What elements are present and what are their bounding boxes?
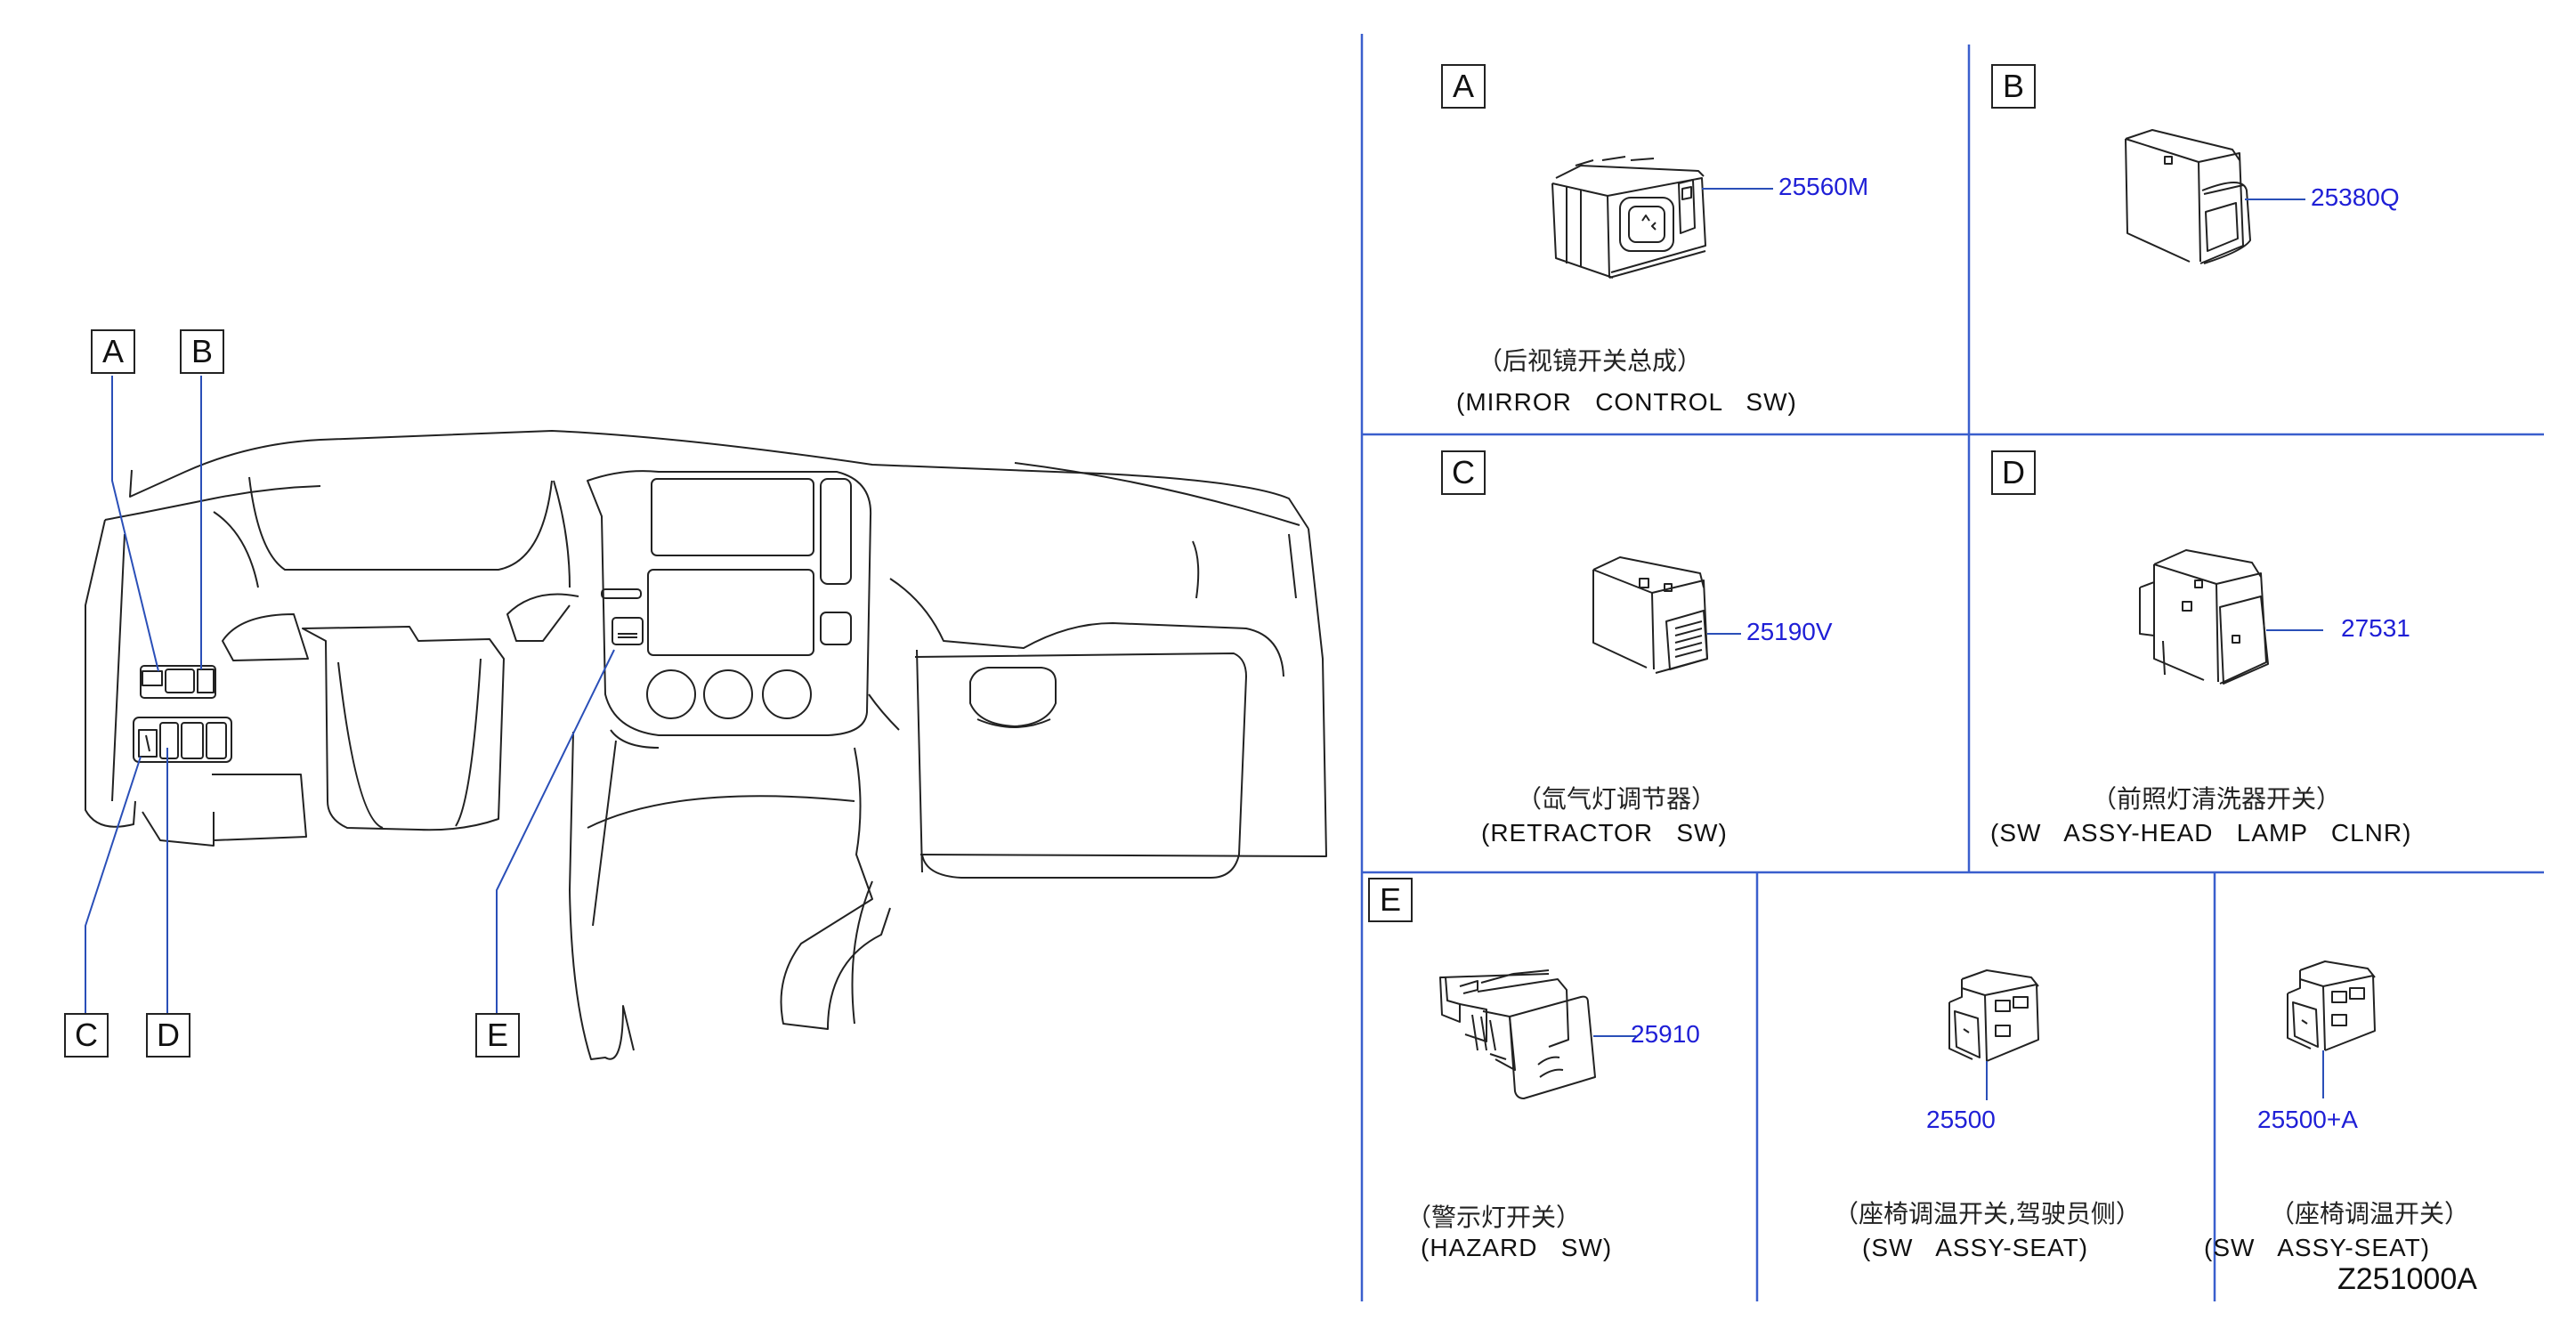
dash-callout-c[interactable]: C [64,1013,109,1058]
part-name-cn-d: （前照灯清洗器开关） [2092,784,2342,814]
panel-grid [1360,34,2544,1301]
panel-callout-b: B [1991,64,2036,109]
dash-leader-lines [85,376,615,1013]
panel-callout-e: E [1368,878,1413,922]
part-name-en-e: (HAZARD SW) [1421,1234,1613,1261]
part-name-en-a: (MIRROR CONTROL SW) [1456,388,1797,416]
part-name-cn-seat: （座椅调温开关） [2270,1199,2470,1228]
panel-callout-d: D [1991,450,2036,495]
hazard-switch-drawing [1439,969,1596,1099]
part-name-en-d: (SW ASSY-HEAD LAMP CLNR) [1990,819,2412,847]
part-name-cn-a: （后视镜开关总成） [1478,346,1703,376]
part-number-c[interactable]: 25190V [1746,618,1833,645]
part-name-en-seat-driver: (SW ASSY-SEAT) [1862,1234,2089,1261]
part-number-seat-driver[interactable]: 25500 [1926,1106,1996,1133]
panel-callout-a: A [1441,64,1486,109]
illustration-ref-code: Z251000A [2337,1262,2477,1296]
dashboard-outline [85,430,1327,1060]
dash-callout-a[interactable]: A [91,329,135,374]
part-number-seat[interactable]: 25500+A [2257,1106,2358,1133]
switch-25380Q-drawing [2125,129,2251,264]
mirror-control-switch-drawing [1551,156,1706,279]
headlamp-cleaner-switch-drawing [2139,549,2269,685]
dash-callout-d[interactable]: D [146,1013,190,1058]
retractor-switch-drawing [1592,556,1708,674]
seat-switch-drawing [2287,960,2376,1051]
part-number-b[interactable]: 25380Q [2311,183,2400,211]
part-number-e[interactable]: 25910 [1631,1020,1700,1048]
seat-switch-driver-drawing [1948,969,2039,1062]
part-name-cn-c: （氙气灯调节器） [1517,784,1717,814]
dash-callout-e[interactable]: E [475,1013,520,1058]
part-name-en-seat: (SW ASSY-SEAT) [2204,1234,2431,1261]
part-number-d[interactable]: 27531 [2341,614,2410,642]
part-name-en-c: (RETRACTOR SW) [1481,819,1728,847]
panel-callout-c: C [1441,450,1486,495]
dash-callout-b[interactable]: B [180,329,224,374]
part-name-cn-e: （警示灯开关） [1406,1203,1582,1232]
part-number-a[interactable]: 25560M [1778,173,1869,200]
part-name-cn-seat-driver: （座椅调温开关,驾驶员侧） [1834,1199,2141,1228]
